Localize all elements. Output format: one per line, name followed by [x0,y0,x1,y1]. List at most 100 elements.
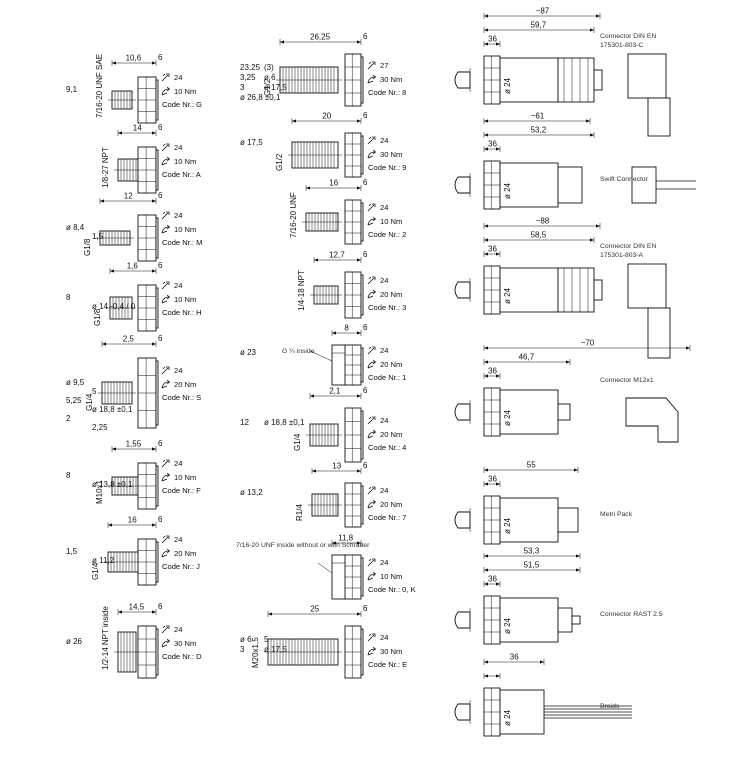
dimension-label: 53,2 [531,126,547,135]
wrench-size: 24 [174,211,182,220]
hex-body [483,687,501,737]
code-number: Code Nr.: H [162,308,202,317]
torque-icon [161,548,171,558]
torque-icon [161,294,171,304]
dimension-label: 20 [322,112,331,121]
connector-housing [557,267,595,313]
inside-thread-body [331,344,347,386]
connector-side-view [625,397,679,443]
dimension-label: 25 [310,605,319,614]
thread-label: 7/16-20 UNF [289,192,298,238]
torque-value: 30 Nm [380,150,402,159]
hex-body [344,344,362,386]
dimension-label: 1,5 [66,547,78,556]
sensor-body [499,689,545,735]
dimension-label: 12 [240,418,249,427]
m12-thread [557,403,571,421]
torque-value: 30 Nm [380,647,402,656]
wrench-icon [161,366,170,375]
dimension-label: ø 17,5 [264,83,287,92]
thread-label: G1/2 [275,153,284,171]
diameter-label: ø 24 [503,409,512,426]
process-connection [96,230,134,246]
wrench-icon [161,281,170,290]
cable-gland [647,97,671,137]
dimension-label: 46,7 [519,353,535,362]
dimension-label: 1,5 [92,232,104,241]
code-number: Code Nr.: 8 [368,88,406,97]
seal-edge [360,347,364,383]
dimension-arrow [118,610,156,614]
thread-label: G1/8 [93,308,102,326]
cable-gland [647,307,671,359]
hex-body [137,538,157,586]
connector-pins [593,279,603,301]
dimension-label: ø 17,5 [240,138,263,147]
process-connection [306,423,342,447]
diameter-label: ø 24 [503,617,512,634]
wrench-icon [367,276,376,285]
dimension-label: ø 6 [240,635,252,644]
torque-icon [161,156,171,166]
wrench-icon [367,486,376,495]
wrench-size: 24 [174,459,182,468]
dimension-arrow [118,131,156,135]
code-number: Code Nr.: E [368,660,407,669]
dimension-label: 8 [66,293,71,302]
torque-icon [367,646,377,656]
dimension-label: 8 [66,471,71,480]
dimension-label: ø 26,8 ±0,1 [240,93,281,102]
connector-name: Metri Pack [600,511,633,518]
dimension-label: 14 [133,124,142,133]
code-number: Code Nr.: 3 [368,303,406,312]
dimension-label: ø 18,8 ±0,1 [264,418,305,427]
torque-value: 10 Nm [174,473,196,482]
code-number: Code Nr.: 1 [368,373,406,382]
hex-body [483,265,501,315]
wrench-size: 24 [174,143,182,152]
process-connection [106,296,136,320]
hex-body [483,160,501,210]
wrench-size: 24 [174,535,182,544]
dimension-label: ø 13,2 [240,488,263,497]
process-connection [114,158,142,182]
torque-icon [161,224,171,234]
torque-value: 10 Nm [174,225,196,234]
wrench-size: 24 [380,276,388,285]
thread-label: M20x1,5 [251,637,260,668]
dimension-label: 10,6 [126,54,142,63]
connector-side-view [627,263,667,309]
process-connection [288,141,342,169]
wrench-size: 24 [380,346,388,355]
dimension-label: 36 [488,140,497,149]
code-number: Code Nr.: D [162,652,202,661]
hex-body [137,284,157,332]
dimension-label: 6 [363,461,368,470]
thread-label: M10x1 [95,479,104,504]
dimension-arrow [484,582,500,586]
wrench-size: 24 [380,558,388,567]
hex-body [344,53,362,107]
dimension-label: 36 [510,653,519,662]
diameter-label: ø 24 [503,77,512,94]
hex-body [344,407,362,463]
dimension-label: ~88 [536,217,550,226]
dimension-arrow [484,147,500,151]
dimension-label: 6 [158,261,163,270]
connector-housing [557,57,595,103]
wrench-icon [161,535,170,544]
dimension-label: 6 [158,53,163,62]
thread-label: G1/4 [91,562,100,580]
dimension-label: ø 18,8 ±0,1 [92,405,133,414]
diameter-label: ø 24 [503,709,512,726]
sensor-body [499,497,559,543]
torque-icon [367,429,377,439]
